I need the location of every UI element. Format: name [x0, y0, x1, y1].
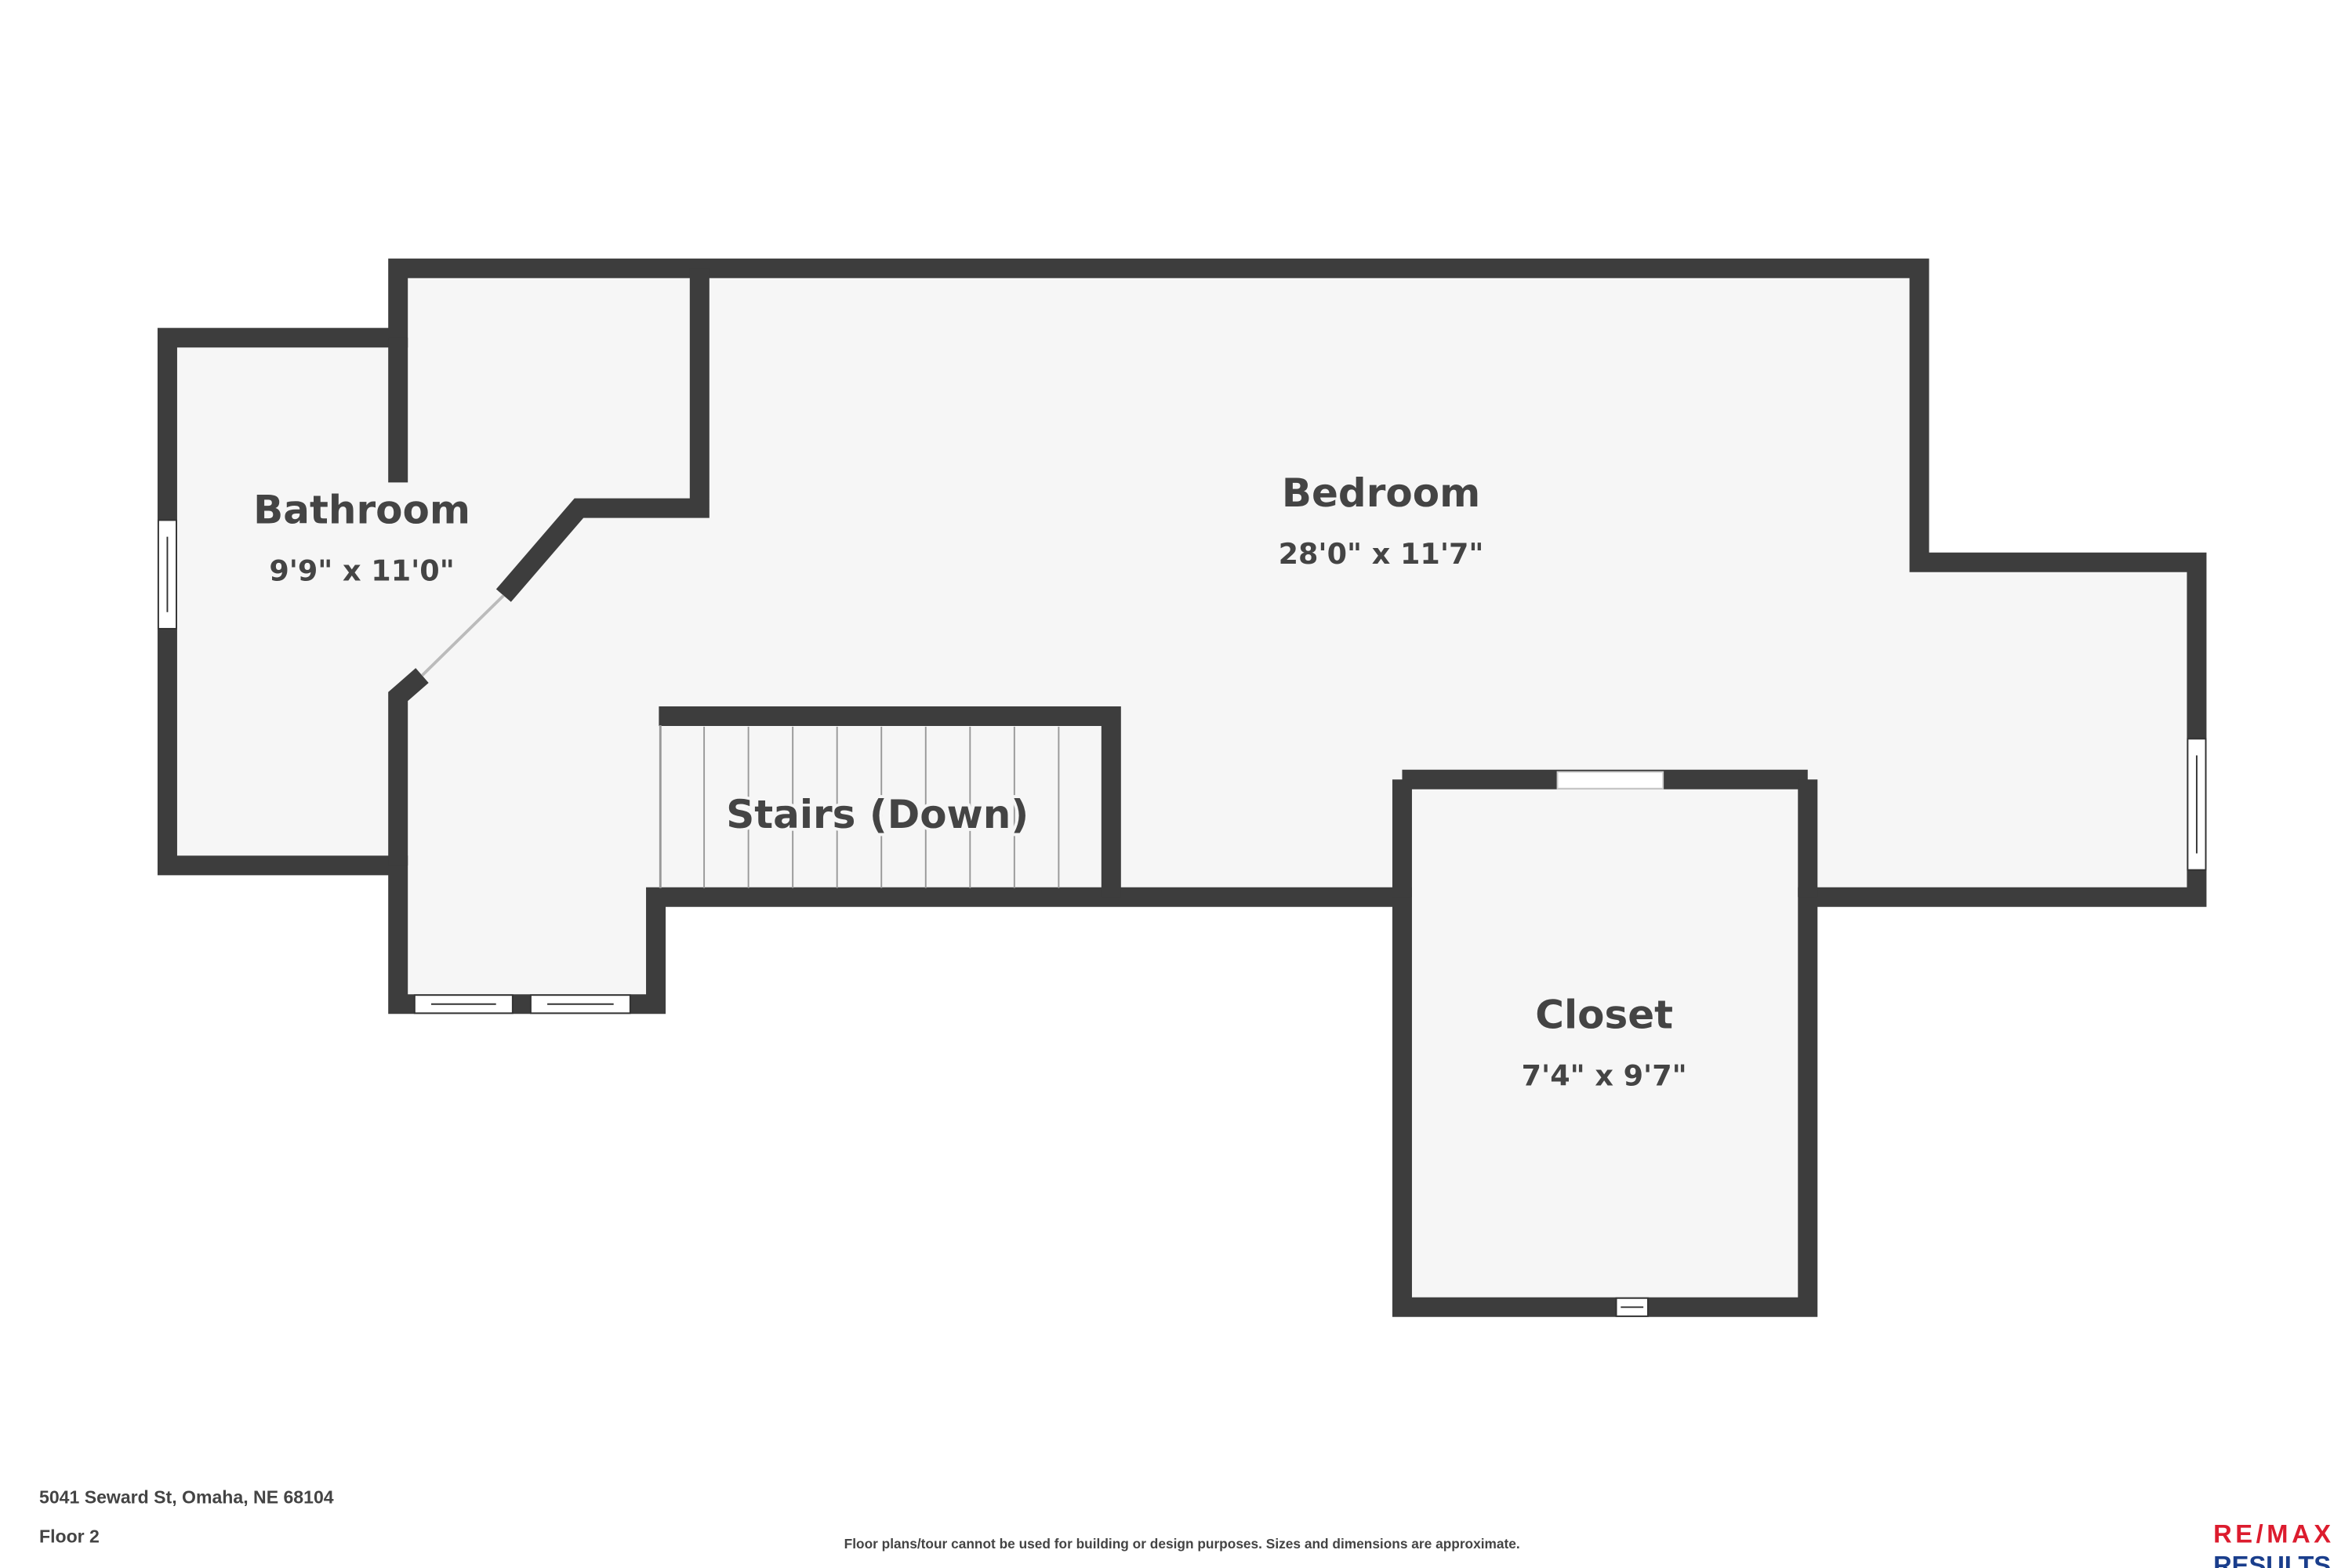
address: 5041 Seward St, Omaha, NE 68104: [39, 1486, 334, 1507]
bathroom-name: Bathroom: [253, 487, 470, 532]
stairs-name: Stairs (Down): [726, 792, 1029, 837]
logo-remax: RE/MAX: [2213, 1519, 2331, 1548]
closet-doorway: [1556, 771, 1664, 789]
bedroom-name: Bedroom: [1282, 470, 1480, 516]
room-labels: Bathroom 9'9" x 11'0" Bedroom 28'0" x 11…: [253, 470, 1687, 1092]
closet-name: Closet: [1535, 993, 1673, 1038]
stairs-wall: [659, 706, 1121, 898]
closet-dims: 7'4" x 9'7": [1522, 1059, 1687, 1093]
bathroom-dims: 9'9" x 11'0": [269, 554, 454, 587]
diagonal-wall: [495, 268, 710, 602]
walls: [157, 258, 2207, 1317]
logo-results: RESULTS: [2213, 1551, 2331, 1568]
footer: 5041 Seward St, Omaha, NE 68104 Floor 2 …: [39, 1486, 2331, 1568]
stair-treads: [703, 726, 1060, 888]
bathroom-right-wall: [388, 668, 429, 866]
doorway: [421, 594, 505, 677]
windows-doors: [157, 519, 2207, 1317]
floor-label: Floor 2: [39, 1526, 100, 1546]
bedroom-dims: 28'0" x 11'7": [1279, 537, 1484, 571]
floor-outline: [157, 258, 2207, 1317]
disclaimer: Floor plans/tour cannot be used for buil…: [844, 1536, 1520, 1552]
